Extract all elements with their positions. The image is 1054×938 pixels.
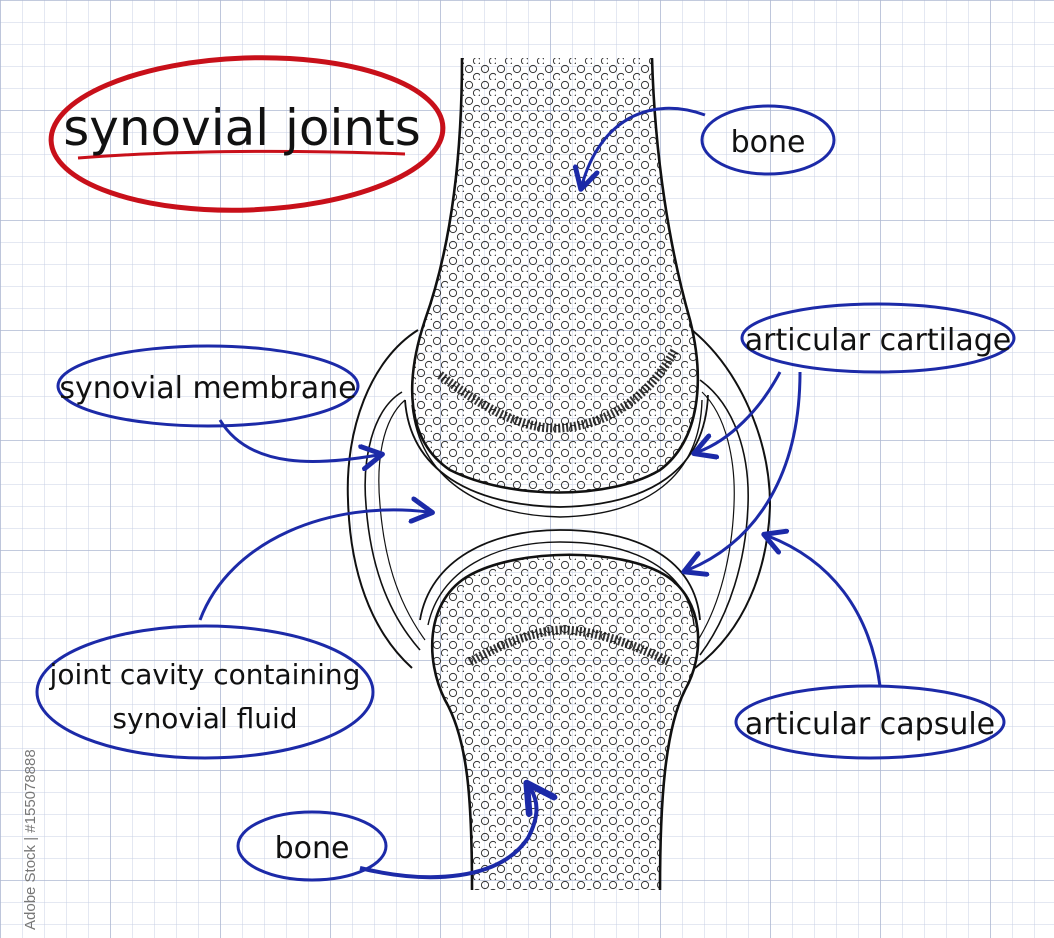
label-joint-cavity-line2: synovial fluid <box>112 702 297 735</box>
label-articular-cartilage-text: articular cartilage <box>745 323 1011 358</box>
label-articular-capsule-text: articular capsule <box>745 707 995 742</box>
stock-watermark: Adobe Stock | #155078888 <box>22 749 39 930</box>
page-title: synovial joints <box>63 99 421 157</box>
label-bone-bottom-text: bone <box>275 831 350 866</box>
lower-bone <box>432 555 698 890</box>
label-synovial-membrane-text: synovial membrane <box>59 371 356 406</box>
label-bone-top-text: bone <box>731 125 806 160</box>
label-joint-cavity-line1: joint cavity containing <box>49 658 361 691</box>
